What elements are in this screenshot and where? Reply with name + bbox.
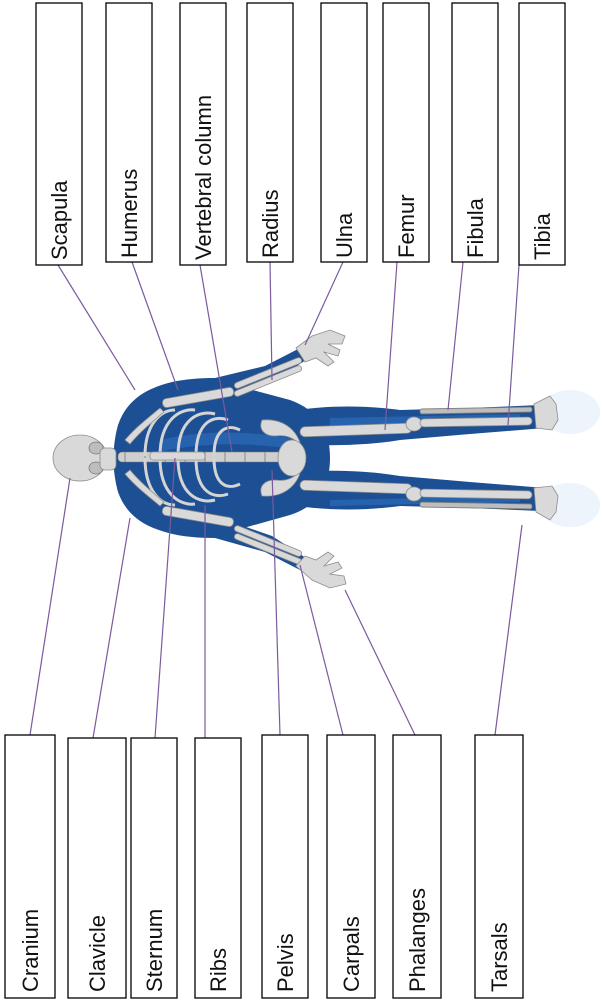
skeleton-figure: [53, 330, 600, 588]
label-text-sternum: Sternum: [142, 909, 167, 992]
label-text-tarsals: Tarsals: [487, 922, 512, 992]
label-box-vertebral-column: Vertebral column: [180, 3, 226, 265]
label-text-femur: Femur: [394, 194, 419, 258]
leader-fibula: [448, 262, 463, 410]
label-box-carpals: Carpals: [327, 735, 375, 998]
leader-cranium: [30, 478, 70, 735]
leader-radius: [270, 262, 272, 380]
label-box-pelvis: Pelvis: [262, 735, 308, 998]
leader-scapula: [58, 265, 135, 390]
label-text-clavicle: Clavicle: [85, 915, 110, 992]
label-box-ulna: Ulna: [321, 3, 367, 262]
label-text-tibia: Tibia: [530, 212, 555, 260]
label-box-sternum: Sternum: [131, 738, 177, 998]
label-text-phalanges: Phalanges: [405, 888, 430, 992]
label-box-femur: Femur: [383, 3, 429, 262]
label-box-humerus: Humerus: [106, 3, 152, 262]
leader-femur: [385, 262, 397, 430]
leader-tibia: [508, 265, 519, 425]
leader-tarsals: [495, 525, 522, 735]
label-text-scapula: Scapula: [47, 180, 72, 260]
label-text-humerus: Humerus: [117, 169, 142, 258]
label-text-pelvis: Pelvis: [273, 933, 298, 992]
leader-carpals: [300, 565, 343, 735]
leader-humerus: [132, 262, 178, 390]
label-text-radius: Radius: [258, 190, 283, 258]
label-box-scapula: Scapula: [36, 3, 82, 265]
label-text-cranium: Cranium: [18, 909, 43, 992]
label-box-fibula: Fibula: [452, 3, 498, 262]
label-text-ribs: Ribs: [206, 948, 231, 992]
label-box-ribs: Ribs: [195, 738, 241, 998]
label-box-clavicle: Clavicle: [68, 738, 126, 998]
label-box-cranium: Cranium: [5, 735, 55, 998]
label-text-fibula: Fibula: [463, 197, 488, 258]
label-text-carpals: Carpals: [339, 916, 364, 992]
leader-phalanges: [345, 590, 415, 735]
label-text-vertebral-column: Vertebral column: [191, 95, 216, 260]
label-text-ulna: Ulna: [332, 212, 357, 258]
leader-clavicle: [93, 518, 130, 738]
label-box-phalanges: Phalanges: [393, 735, 441, 998]
label-box-tarsals: Tarsals: [475, 735, 523, 998]
label-box-tibia: Tibia: [519, 3, 565, 265]
label-box-radius: Radius: [247, 3, 293, 262]
